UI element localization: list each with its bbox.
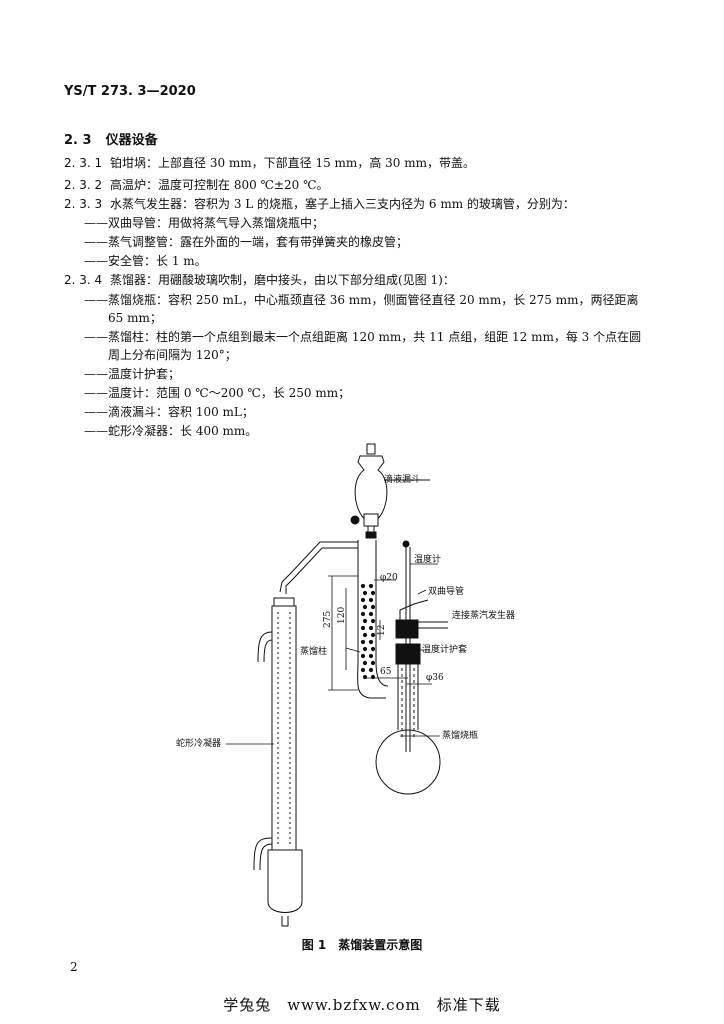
packing-dot: [362, 604, 368, 610]
column-packing-dots: [360, 583, 376, 680]
section-heading: 2. 3 仪器设备: [64, 129, 158, 148]
packing-dot: [360, 653, 366, 659]
side-arm: [279, 541, 358, 594]
packing-dot: [362, 632, 368, 638]
label-distillation-flask: 蒸馏烧瓶: [442, 729, 478, 741]
packing-dot: [362, 660, 368, 666]
packing-dot: [360, 625, 366, 631]
distillation-column: [357, 540, 389, 699]
packing-dot: [370, 604, 376, 610]
packing-dot: [368, 625, 374, 631]
packing-dot: [360, 583, 366, 589]
distillation-apparatus-figure: 滴液漏斗 温度计 φ20 双曲导管 连接蒸汽发生器 275 120 12 蒸馏柱…: [176, 443, 515, 927]
packing-dot: [368, 597, 374, 603]
packing-dot: [368, 667, 374, 673]
label-distance-65: 65: [380, 667, 392, 677]
packing-dot: [368, 583, 374, 589]
packing-dot: [370, 632, 376, 638]
label-leaders: [226, 563, 440, 745]
packing-dot: [370, 618, 376, 624]
list-item-text: ——安全管：长 1 m。: [84, 254, 207, 268]
list-item-text: 65 mm；: [108, 311, 162, 325]
list-item-text: ——温度计：范围 0 ℃～200 ℃，长 250 mm；: [84, 386, 351, 400]
clause-text: 铂坩埚：上部直径 30 mm，下部直径 15 mm，高 30 mm，带盖。: [110, 156, 475, 170]
label-thermometer: 温度计: [414, 553, 441, 565]
dropping-funnel: [350, 443, 388, 539]
steam-inlet-tube: [399, 599, 448, 629]
packing-dot: [362, 646, 368, 652]
label-double-tube: 双曲导管: [428, 585, 464, 597]
label-condenser: 蛇形冷凝器: [176, 737, 221, 749]
clause-number: 2. 3. 1: [64, 156, 103, 170]
packing-dot: [360, 597, 366, 603]
page-number: 2: [70, 960, 78, 974]
label-diameter-36: φ36: [426, 673, 444, 683]
distillation-flask: [375, 729, 441, 795]
label-steam-generator: 连接蒸汽发生器: [452, 609, 515, 621]
label-column: 蒸馏柱: [300, 645, 327, 657]
dimension-lines: [328, 575, 432, 691]
packing-dot: [360, 611, 366, 617]
packing-dot: [370, 590, 376, 596]
packing-dot: [362, 618, 368, 624]
packing-dot: [360, 667, 366, 673]
list-item-text: ——蒸气调整管：露在外面的一端，套有带弹簧夹的橡皮管；: [84, 235, 409, 249]
clause-number: 2. 3. 2: [64, 178, 103, 192]
label-diameter-20: φ20: [380, 573, 398, 583]
packing-dot: [370, 646, 376, 652]
section-title: 仪器设备: [105, 133, 158, 148]
list-item-text: ——蛇形冷凝器：长 400 mm。: [84, 424, 258, 438]
clause-text: 蒸馏器：用硼酸玻璃吹制，磨中接头，由以下部分组成(见图 1)：: [110, 273, 455, 287]
clause-number: 2. 3. 4: [64, 273, 103, 287]
section-number: 2. 3: [64, 133, 92, 148]
packing-dot: [362, 590, 368, 596]
thermometer-sleeve: [395, 619, 421, 740]
list-item-text: 周上分布间隔为 120°；: [108, 348, 237, 362]
label-length-275: 275: [323, 611, 333, 628]
list-item-text: ——蒸馏烧瓶：容积 250 mL，中心瓶颈直径 36 mm，侧面管径直径 20 …: [84, 293, 639, 307]
serpentine-condenser: [253, 597, 303, 927]
packing-dot: [362, 674, 368, 680]
packing-dot: [360, 639, 366, 645]
list-item-text: ——温度计护套；: [84, 367, 181, 381]
label-thermometer-sleeve: 温度计护套: [422, 643, 467, 655]
clause-number: 2. 3. 3: [64, 197, 103, 211]
packing-dot: [368, 653, 374, 659]
packing-dot: [368, 639, 374, 645]
label-length-12: 12: [377, 625, 387, 636]
label-length-120: 120: [337, 607, 347, 624]
clause-text: 高温炉：温度可控制在 800 ℃±20 ℃。: [110, 178, 329, 192]
list-item-text: ——滴液漏斗：容积 100 mL；: [84, 405, 254, 419]
site-watermark-footer: 学兔兔 www.bzfxw.com 标准下载: [223, 996, 501, 1014]
list-item-text: ——蒸馏柱：柱的第一个点组到最末一个点组距离 120 mm，共 11 点组，组距…: [84, 330, 642, 344]
packing-dot: [368, 611, 374, 617]
label-dropping-funnel: 滴液漏斗: [384, 473, 420, 485]
figure-caption: 图 1 蒸馏装置示意图: [301, 938, 423, 952]
clause-text: 水蒸气发生器：容积为 3 L 的烧瓶，塞子上插入三支内径为 6 mm 的玻璃管，…: [110, 197, 575, 211]
packing-dot: [370, 660, 376, 666]
list-item-text: ——双曲导管：用做将蒸气导入蒸馏烧瓶中；: [84, 216, 325, 230]
document-code: YS/T 273. 3—2020: [64, 84, 196, 99]
